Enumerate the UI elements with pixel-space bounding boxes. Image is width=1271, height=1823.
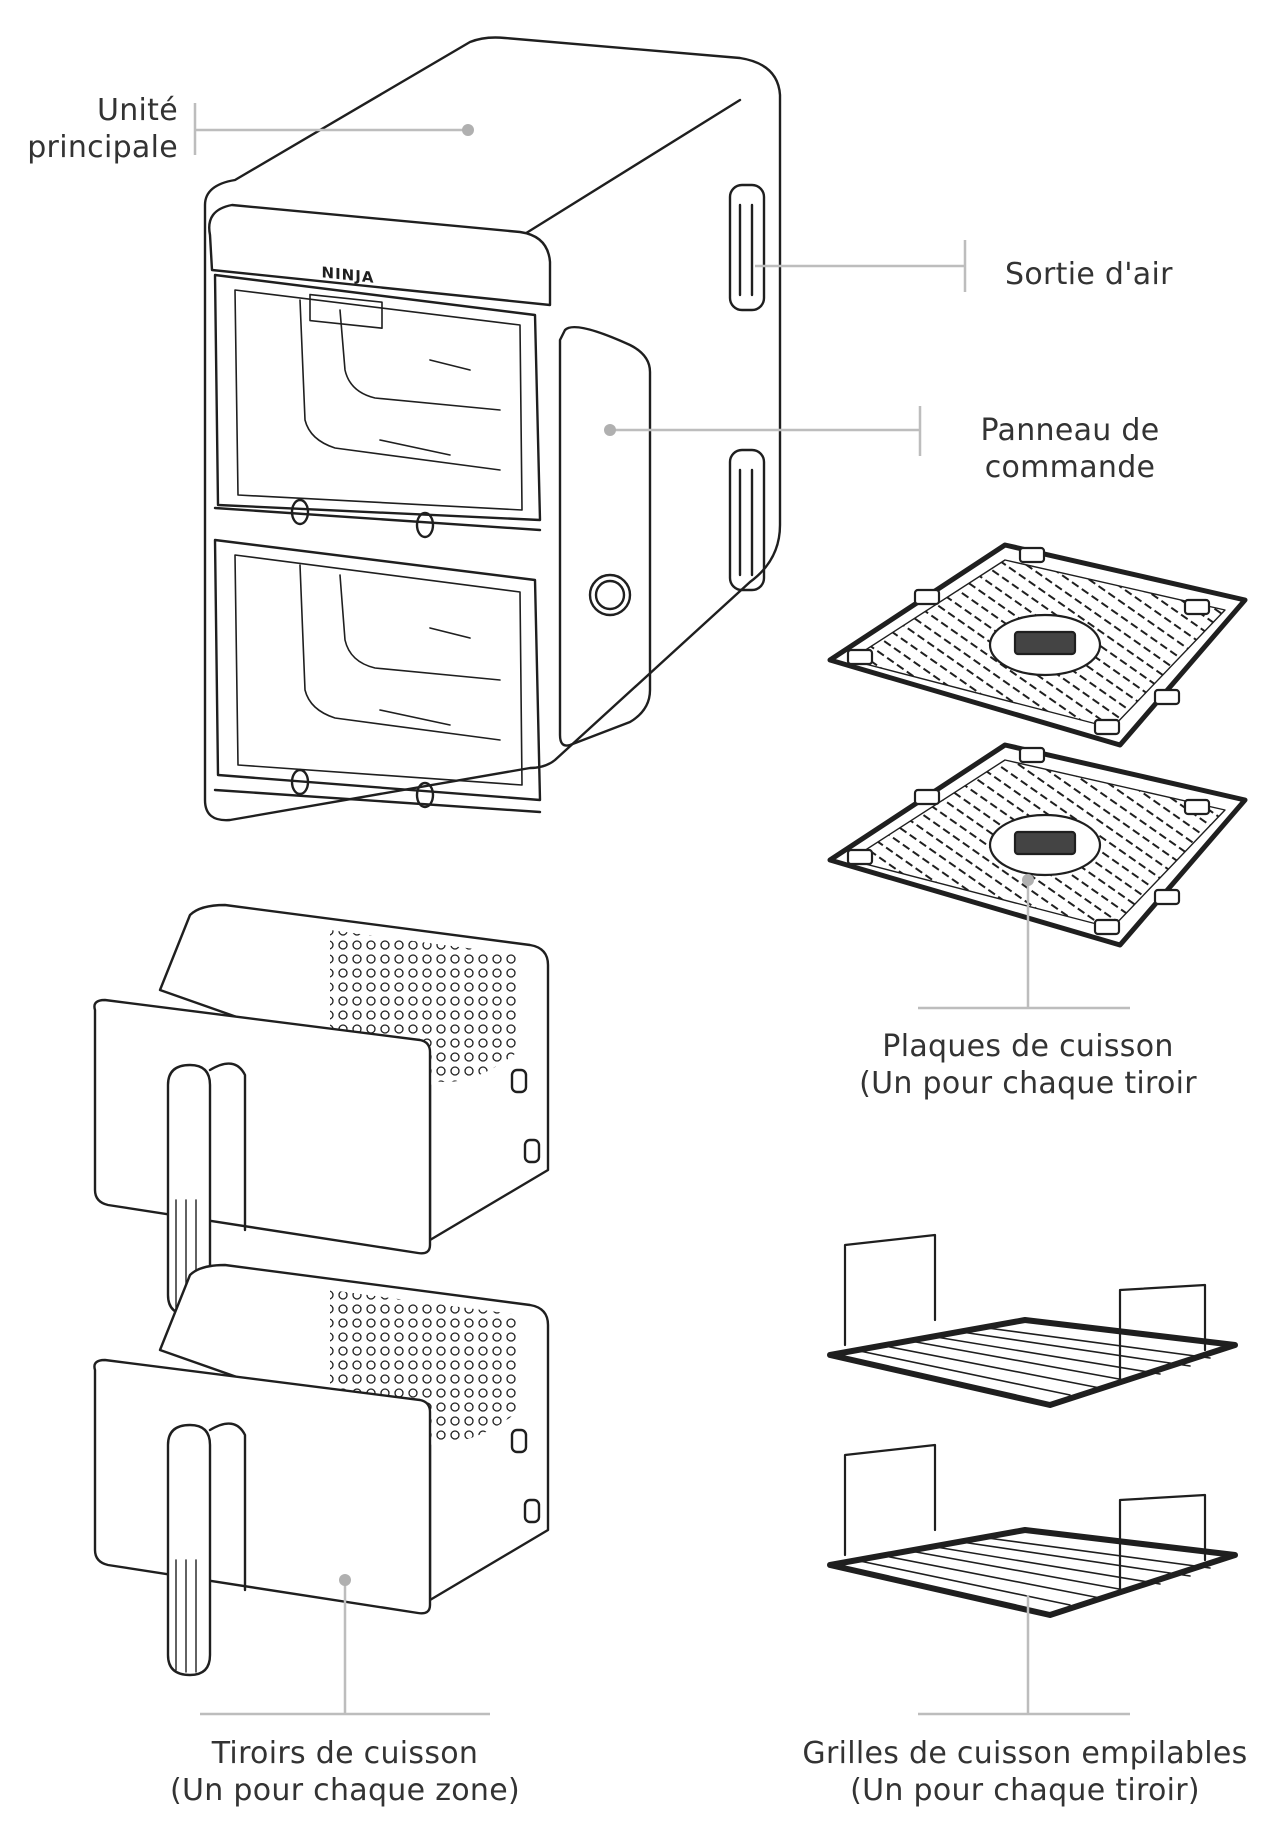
main-unit-illustration: [203, 36, 782, 822]
leader-main-unit: [193, 103, 474, 155]
rack-upper: [827, 1233, 1238, 1408]
leader-control-panel: [604, 406, 922, 456]
label-drawers-line1: Tiroirs de cuisson: [211, 1736, 479, 1771]
leader-drawers: [200, 1574, 490, 1716]
label-racks: Grilles de cuisson empilables (Un pour c…: [780, 1735, 1270, 1809]
label-main-unit: Unité principale: [8, 92, 178, 166]
stackable-racks-illustration: [827, 1233, 1238, 1618]
label-control-panel-line2: commande: [984, 450, 1156, 485]
label-air-outlet: Sortie d'air: [1005, 256, 1255, 293]
label-drawers: Tiroirs de cuisson (Un pour chaque zone): [125, 1735, 565, 1809]
leader-lines: [193, 103, 1130, 1716]
label-crisper-plates: Plaques de cuisson (Un pour chaque tiroi…: [818, 1028, 1238, 1102]
label-drawers-line2: (Un pour chaque zone): [169, 1773, 520, 1808]
label-racks-line1: Grilles de cuisson empilables: [802, 1736, 1248, 1771]
crisper-plates-illustration: [827, 542, 1248, 948]
label-crisper-plates-line2: (Un pour chaque tiroir: [859, 1066, 1197, 1101]
leader-racks: [918, 1595, 1130, 1716]
crisper-plate-lower: [827, 742, 1248, 948]
label-control-panel: Panneau de commande: [940, 412, 1200, 486]
crisper-plate-upper: [827, 542, 1248, 748]
rack-lower: [827, 1443, 1238, 1618]
label-air-outlet-line1: Sortie d'air: [1005, 257, 1173, 292]
leader-crisper-plates: [918, 874, 1130, 1010]
label-main-unit-line2: principale: [27, 130, 178, 165]
ninja-logo: [309, 293, 383, 329]
label-crisper-plates-line1: Plaques de cuisson: [882, 1029, 1174, 1064]
drawer-lower: [93, 1263, 550, 1677]
cooking-drawers-illustration: [93, 903, 550, 1677]
leader-air-outlet: [755, 240, 967, 292]
control-panel: [558, 326, 652, 747]
air-outlet-vent: [728, 183, 766, 592]
label-racks-line2: (Un pour chaque tiroir): [850, 1773, 1200, 1808]
label-main-unit-line1: Unité: [96, 93, 178, 128]
drawer-upper: [93, 903, 550, 1317]
label-control-panel-line1: Panneau de: [980, 413, 1160, 448]
